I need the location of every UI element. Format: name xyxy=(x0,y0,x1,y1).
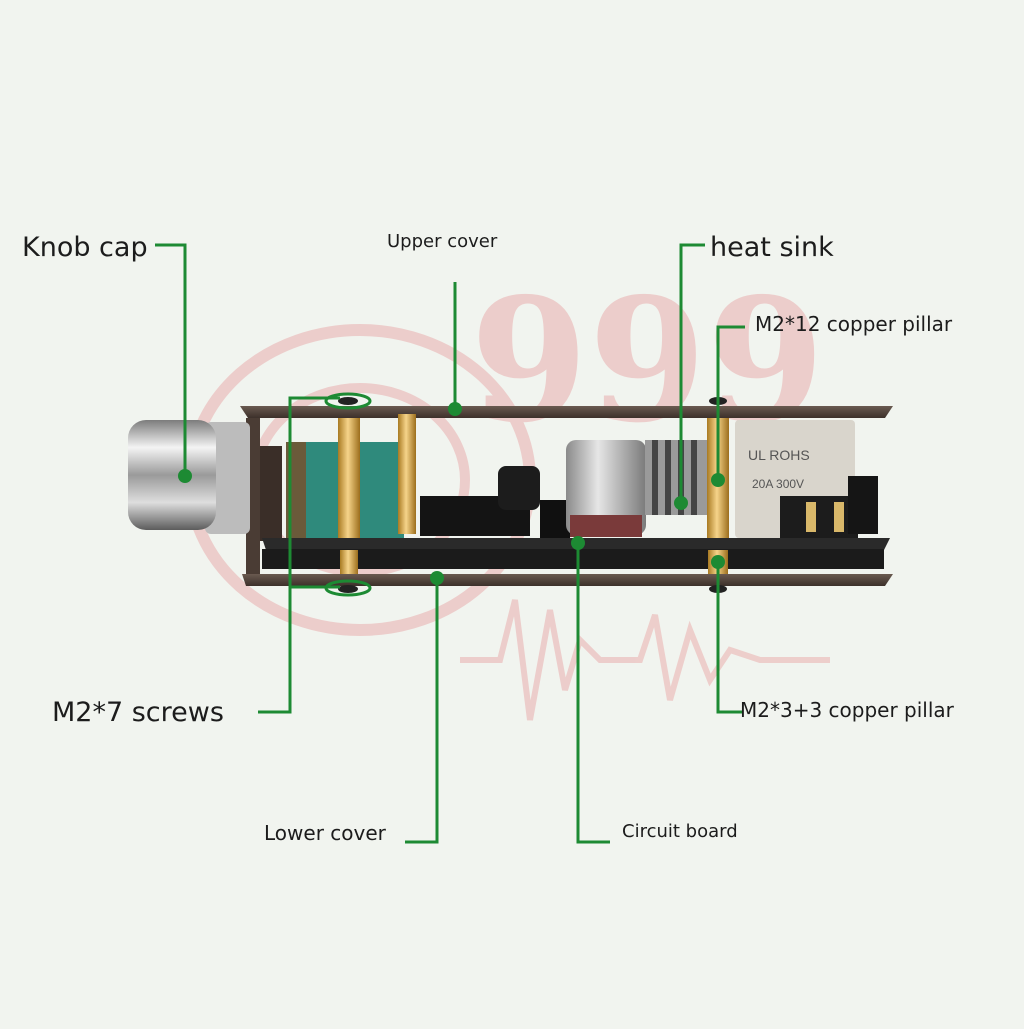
leader-dot xyxy=(711,473,725,487)
leader-circuit-board xyxy=(576,543,610,844)
copper-pillar-front-lower xyxy=(340,550,358,574)
leader-dot xyxy=(430,571,444,585)
heat-sink-fin xyxy=(652,440,658,515)
capacitor-base xyxy=(570,515,642,537)
leader-lines xyxy=(155,243,745,844)
knob-body xyxy=(128,420,216,530)
callout-heat-sink: heat sink xyxy=(710,232,834,263)
callout-upper-cover: Upper cover xyxy=(387,231,498,252)
relay-print-line1: UL ROHS xyxy=(748,447,810,463)
leader-dot xyxy=(711,555,725,569)
relay-print-line2: 20A 300V xyxy=(752,477,804,491)
screw-head-bottom xyxy=(338,585,358,593)
callout-knob-cap: Knob cap xyxy=(22,232,148,263)
audio-jack xyxy=(848,476,878,534)
leader-dot xyxy=(571,536,585,550)
ic-chip xyxy=(540,500,570,538)
knob-cap xyxy=(128,420,250,534)
pillar-marker-ring xyxy=(324,392,372,410)
heat-sink-fin xyxy=(665,440,671,515)
leader-m2x12-pillar xyxy=(716,325,745,480)
pillar-marker-ring xyxy=(324,579,372,597)
leader-m2x3-3-pillar xyxy=(716,562,742,714)
inductor xyxy=(498,466,540,510)
terminal-connector xyxy=(780,496,858,538)
heat-sink-fin xyxy=(691,440,697,515)
electrolytic-capacitor xyxy=(566,440,646,535)
watermark-pulse-line xyxy=(460,599,830,721)
terminal-pin xyxy=(834,502,844,532)
leader-knob-cap xyxy=(155,243,187,476)
callout-m2x3-3-copper-pillar: M2*3+3 copper pillar xyxy=(740,698,954,722)
lower-cover-plate xyxy=(242,574,893,586)
leader-heat-sink xyxy=(679,243,705,502)
knob-collar xyxy=(205,422,250,534)
copper-pillar-rear xyxy=(398,414,416,534)
pot-bushing xyxy=(260,446,282,541)
leader-lower-cover xyxy=(405,578,439,844)
terminal-pin xyxy=(806,502,816,532)
copper-pillar-front xyxy=(338,418,360,538)
callout-circuit-board: Circuit board xyxy=(622,821,738,842)
leader-dot xyxy=(674,496,688,510)
callout-m2x7-screws: M2*7 screws xyxy=(52,697,224,728)
leader-dots xyxy=(178,402,725,585)
leader-dot xyxy=(448,402,462,416)
callout-m2x12-copper-pillar: M2*12 copper pillar xyxy=(755,312,953,336)
callout-lower-cover: Lower cover xyxy=(264,821,386,845)
circuit-board-underside xyxy=(262,549,884,569)
leader-dot xyxy=(178,469,192,483)
leader-m2x7-screws-top xyxy=(258,396,340,714)
screw-head-top xyxy=(338,397,358,405)
